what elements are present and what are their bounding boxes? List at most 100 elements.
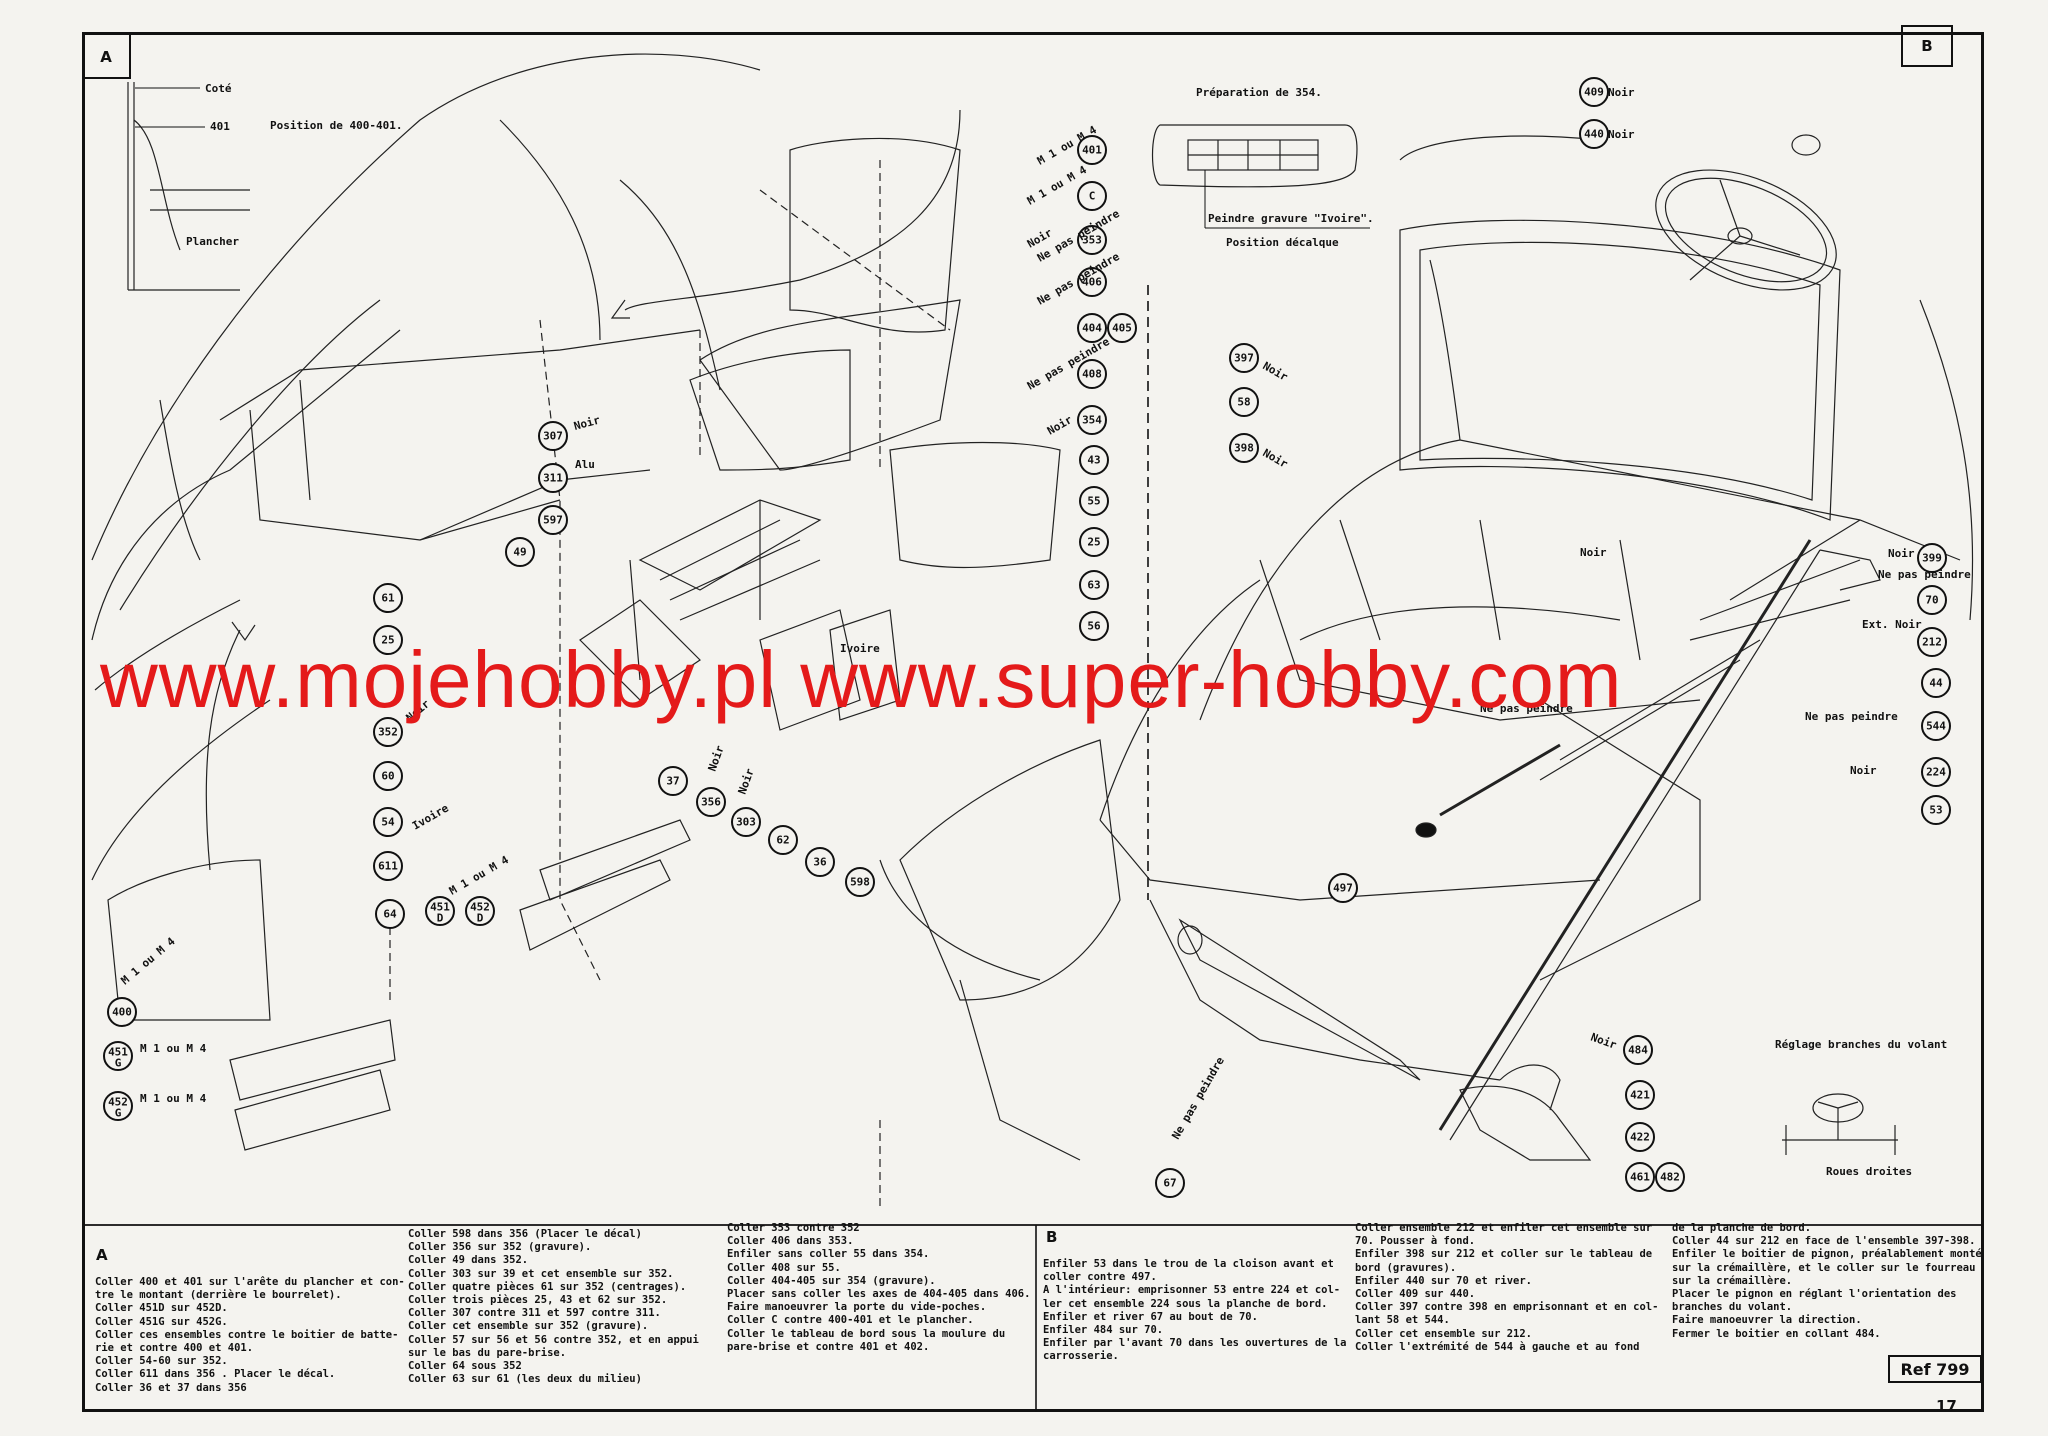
part-a-callout-circle — [805, 847, 835, 877]
watermark: www.mojehobby.pl www.super-hobby.com — [100, 635, 1623, 724]
part-a-callout-circle — [658, 766, 688, 796]
part-a-callout-number: 451 — [108, 1046, 128, 1059]
part-a-callout-circle — [1077, 135, 1107, 165]
part-b-callout-circle — [1623, 1035, 1653, 1065]
part-a-callout-number: 54 — [381, 816, 395, 829]
part-a-callout-circle — [1079, 527, 1109, 557]
part-a-callout-side: G — [115, 1107, 122, 1120]
note-noir-mid: Noir — [1580, 546, 1607, 559]
part-a-callout-circle — [373, 717, 403, 747]
part-a-callout-circle — [1077, 181, 1107, 211]
note-ne-pas-peindre-mid: Ne pas peindre — [1480, 702, 1573, 715]
part-a-callout-circle — [1079, 570, 1109, 600]
part-a-callout-circle — [103, 1041, 133, 1071]
part-b-callout-circle — [1229, 387, 1259, 417]
part-a-callout-circle — [768, 825, 798, 855]
part-a-callout-number: 55 — [1087, 495, 1100, 508]
part-b-callout-note: Noir — [1608, 128, 1635, 141]
part-a-callout-number: 401 — [1082, 144, 1102, 157]
part-a-callout-note: Alu — [575, 458, 595, 471]
steering-adjust-caption: Roues droites — [1826, 1165, 1912, 1178]
part-a-callout-number: 404 — [1082, 322, 1102, 335]
instructions-col-6: de la planche de bord. Coller 44 sur 212… — [1672, 1222, 1982, 1340]
part-b-callout-number: 421 — [1630, 1089, 1650, 1102]
part-b-callout-circle — [1625, 1122, 1655, 1152]
part-a-callout-note: M 1 ou M 4 — [119, 935, 178, 988]
part-a-callout-circle — [373, 851, 403, 881]
steering-adjust-title: Réglage branches du volant — [1775, 1038, 1947, 1051]
part-b-callout-circle — [1655, 1162, 1685, 1192]
part-a-callout-circle — [465, 896, 495, 926]
part-a-callout-note: Noir — [736, 766, 757, 796]
page-number: 17 — [1936, 1397, 1957, 1415]
label-preparation: Préparation de 354. — [1196, 86, 1322, 99]
part-a-callout-number: 37 — [666, 775, 679, 788]
part-b-callout-number: 398 — [1234, 442, 1254, 455]
part-b-callout-circle — [1921, 711, 1951, 741]
instructions-col-4: Enfiler 53 dans le trou de la cloison av… — [1043, 1258, 1347, 1363]
part-a-callout-circle — [538, 421, 568, 451]
part-a-callout-circle — [1077, 313, 1107, 343]
instructions-a-heading: A — [96, 1246, 108, 1264]
part-a-callout-number: 406 — [1082, 276, 1102, 289]
part-a-callout-circle — [1077, 225, 1107, 255]
part-a-callout-circle — [505, 537, 535, 567]
part-b-callout-circle — [1579, 119, 1609, 149]
part-b-callout-number: 409 — [1584, 86, 1604, 99]
label-cote: Coté — [205, 82, 232, 95]
part-a-callout-note: M 1 ou M 4 — [140, 1042, 207, 1055]
part-a-callout-number: 43 — [1087, 454, 1100, 467]
part-a-callout-number: 36 — [813, 856, 827, 869]
part-b-callout-note: Noir — [1850, 764, 1877, 777]
part-a-callout-circle — [425, 896, 455, 926]
part-a-callout-note: Noir — [572, 413, 601, 433]
part-a-callout-circle — [731, 807, 761, 837]
label-position: Position de 400-401. — [270, 119, 402, 132]
part-b-callout-number: 497 — [1333, 882, 1353, 895]
part-a-callout-number: 611 — [378, 860, 398, 873]
part-a-callout-circle — [1107, 313, 1137, 343]
part-a-callout-number: 408 — [1082, 368, 1102, 381]
part-b-callout-number: 67 — [1163, 1177, 1176, 1190]
part-a-callout-number: 452 — [108, 1096, 128, 1109]
part-a-callout-number: 303 — [736, 816, 756, 829]
part-a-callout-circle — [107, 997, 137, 1027]
part-a-callout-number: 452 — [470, 901, 490, 914]
part-a-callout-note: M 1 ou M 4 — [140, 1092, 207, 1105]
part-a-callout-number: 352 — [378, 726, 398, 739]
part-a-callout-circle — [1077, 405, 1107, 435]
part-a-callout-circle — [373, 583, 403, 613]
part-a-callout-circle — [538, 463, 568, 493]
instructions-col-3: Coller 353 contre 352 Coller 406 dans 35… — [727, 1222, 1031, 1353]
part-b-callout-number: 422 — [1630, 1131, 1650, 1144]
panel-a-letter: A — [100, 48, 112, 66]
part-a-callout-number: 62 — [776, 834, 789, 847]
label-401: 401 — [210, 120, 230, 133]
part-b-callout-circle — [1229, 343, 1259, 373]
part-a-callout-number: 451 — [430, 901, 450, 914]
part-b-callout-circle — [1921, 668, 1951, 698]
part-b-callout-circle — [1625, 1162, 1655, 1192]
part-b-callout-note: Ext. Noir — [1862, 618, 1922, 631]
part-b-callout-circle — [1917, 543, 1947, 573]
part-a-callout-circle — [1079, 445, 1109, 475]
part-b-callout-circle — [1921, 757, 1951, 787]
label-peindre-ivoire: Peindre gravure "Ivoire". — [1208, 212, 1374, 225]
instructions-col-1: Coller 400 et 401 sur l'arête du planche… — [95, 1276, 405, 1394]
part-a-callout-number: 64 — [383, 908, 397, 921]
part-b-callout-number: 399 — [1922, 552, 1942, 565]
part-a-callout-circle — [1079, 486, 1109, 516]
part-a-callout-number: 60 — [381, 770, 394, 783]
part-b-callout-number: 224 — [1926, 766, 1946, 779]
panel-b-box — [1901, 25, 1953, 67]
part-b-callout-number: 397 — [1234, 352, 1254, 365]
panel-b-letter: B — [1921, 37, 1932, 55]
panel-b-linework — [879, 134, 1974, 1161]
part-b-callout-circle — [1229, 433, 1259, 463]
part-b-callout-note: Noir — [1608, 86, 1635, 99]
part-a-callout-side: D — [437, 912, 444, 925]
part-b-callout-circle — [1917, 627, 1947, 657]
part-b-callout-circle — [1921, 795, 1951, 825]
